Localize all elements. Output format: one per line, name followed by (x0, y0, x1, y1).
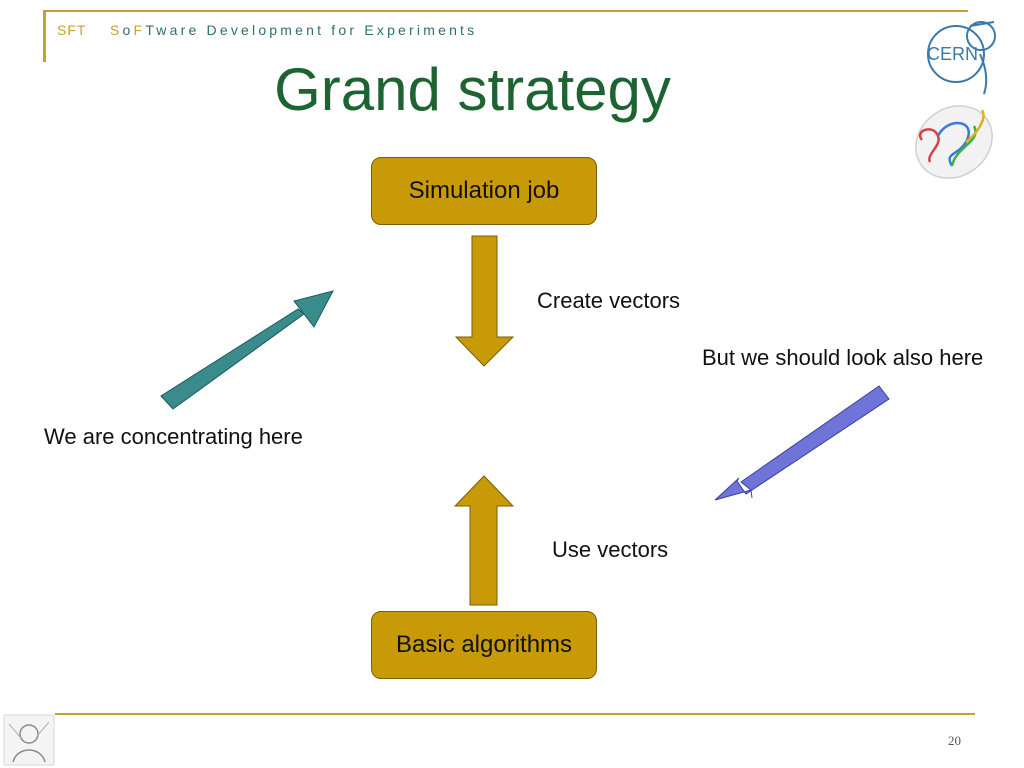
header-rest: ware Development for Experiments (156, 22, 478, 38)
concentrating-here-label: We are concentrating here (44, 424, 303, 449)
header-abbreviation: SFT (57, 22, 87, 38)
cern-logo-text: CERN (927, 44, 978, 64)
down-arrow-icon (454, 235, 515, 367)
header-letter-o: o (122, 22, 134, 38)
use-vectors-label: Use vectors (552, 537, 669, 562)
footer-rule (55, 713, 975, 715)
cern-logo-icon: CERN (927, 21, 996, 95)
header-letter-s: S (110, 22, 123, 38)
page-number: 20 (948, 733, 961, 748)
header-full-name: SoFTware Development for Experiments (110, 22, 477, 38)
create-vectors-label: Create vectors (537, 288, 681, 313)
slide-title: Grand strategy (274, 56, 671, 123)
teal-diagonal-arrow-icon (160, 290, 334, 410)
basic-algorithms-box: Basic algorithms (371, 611, 597, 679)
simulation-job-box: Simulation job (371, 157, 597, 225)
header-letter-f: F (133, 22, 146, 38)
blue-diagonal-arrow-icon (714, 385, 890, 501)
header-letter-t: T (145, 22, 157, 38)
up-arrow-icon (453, 475, 515, 606)
header-horizontal-rule (43, 10, 968, 12)
look-also-here-label: But we should look also here (702, 345, 984, 370)
header-vertical-rule (43, 10, 46, 62)
footer-illustration-icon (3, 714, 55, 766)
sft-logo-icon (915, 105, 993, 179)
